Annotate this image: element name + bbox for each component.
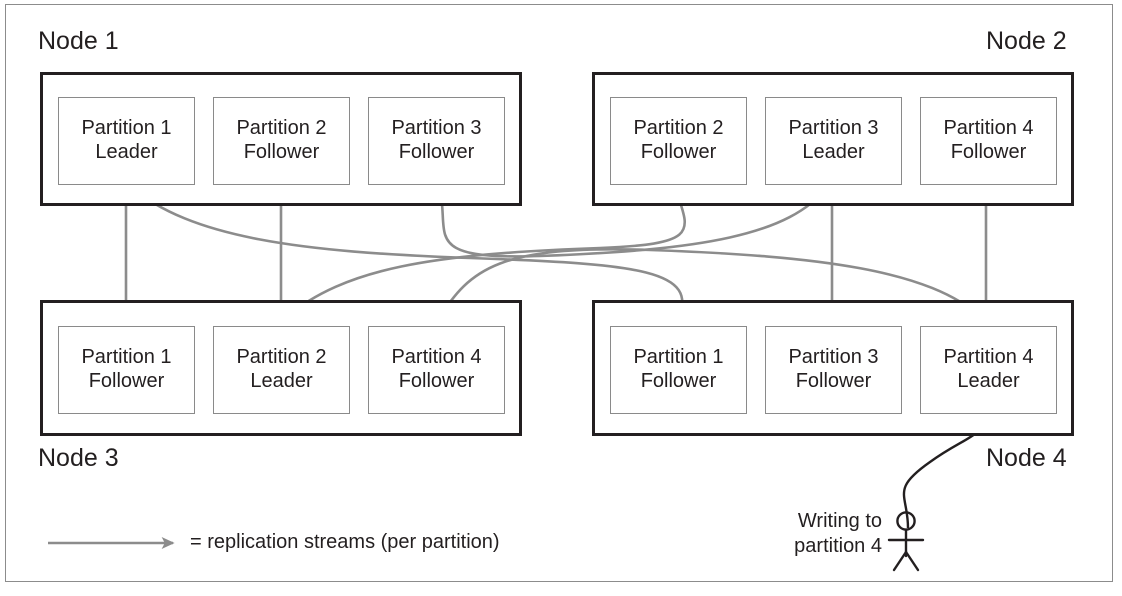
partition-role: Follower bbox=[398, 141, 475, 163]
partition-role: Leader bbox=[802, 141, 865, 163]
partition-role: Follower bbox=[88, 370, 165, 392]
node-4-label: Node 4 bbox=[986, 444, 1067, 472]
node-2-partition-4[interactable]: Partition 4 Follower bbox=[920, 97, 1057, 185]
partition-role: Follower bbox=[795, 370, 872, 392]
partition-name: Partition 3 bbox=[788, 117, 879, 140]
partition-role: Follower bbox=[398, 370, 475, 392]
node-1-partition-1[interactable]: Partition 1 Leader bbox=[58, 97, 195, 185]
node-2-partition-3[interactable]: Partition 3 Leader bbox=[765, 97, 902, 185]
partition-role: Follower bbox=[640, 141, 717, 163]
node-1-partition-3[interactable]: Partition 3 Follower bbox=[368, 97, 505, 185]
partition-role: Leader bbox=[250, 370, 313, 392]
node-4-partition-4[interactable]: Partition 4 Leader bbox=[920, 326, 1057, 414]
node-4-partition-3[interactable]: Partition 3 Follower bbox=[765, 326, 902, 414]
client-caption-line-1: Writing to bbox=[797, 510, 882, 532]
client-caption-line-2: partition 4 bbox=[794, 535, 882, 557]
partition-name: Partition 1 bbox=[81, 117, 172, 140]
partition-name: Partition 4 bbox=[391, 346, 482, 369]
partition-name: Partition 2 bbox=[236, 346, 327, 369]
partition-name: Partition 4 bbox=[943, 346, 1034, 369]
partition-role: Leader bbox=[957, 370, 1020, 392]
partition-name: Partition 2 bbox=[236, 117, 327, 140]
partition-name: Partition 1 bbox=[633, 346, 724, 369]
partition-role: Follower bbox=[640, 370, 717, 392]
node-1-label: Node 1 bbox=[38, 27, 119, 55]
node-2-partition-2[interactable]: Partition 2 Follower bbox=[610, 97, 747, 185]
node-3-partition-4[interactable]: Partition 4 Follower bbox=[368, 326, 505, 414]
partition-name: Partition 2 bbox=[633, 117, 724, 140]
legend-label: = replication streams (per partition) bbox=[190, 531, 500, 553]
partition-role: Follower bbox=[243, 141, 320, 163]
partition-name: Partition 3 bbox=[391, 117, 482, 140]
node-1-partition-2[interactable]: Partition 2 Follower bbox=[213, 97, 350, 185]
client-caption: Writing to partition 4 bbox=[748, 509, 882, 559]
partition-name: Partition 4 bbox=[943, 117, 1034, 140]
partition-name: Partition 1 bbox=[81, 346, 172, 369]
node-3-label: Node 3 bbox=[38, 444, 119, 472]
node-2-label: Node 2 bbox=[986, 27, 1067, 55]
partition-name: Partition 3 bbox=[788, 346, 879, 369]
partition-role: Follower bbox=[950, 141, 1027, 163]
partition-role: Leader bbox=[95, 141, 158, 163]
node-3-partition-1[interactable]: Partition 1 Follower bbox=[58, 326, 195, 414]
node-4-partition-1[interactable]: Partition 1 Follower bbox=[610, 326, 747, 414]
node-3-partition-2[interactable]: Partition 2 Leader bbox=[213, 326, 350, 414]
